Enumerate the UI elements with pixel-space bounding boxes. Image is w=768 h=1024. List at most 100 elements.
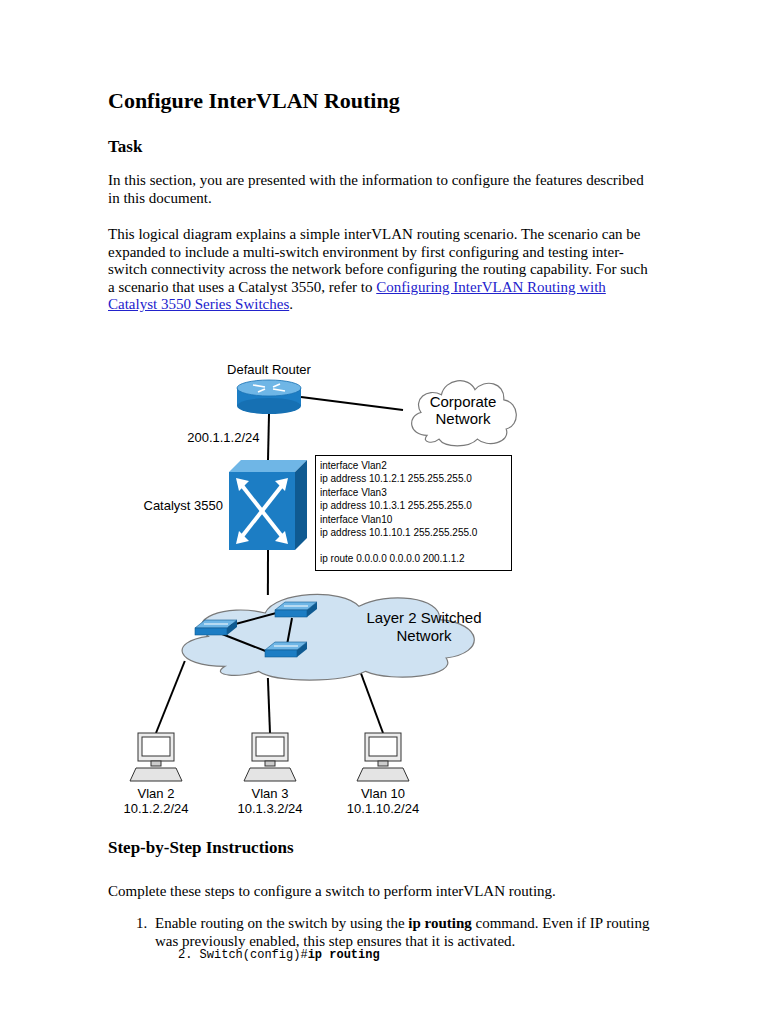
text-run: 1. [136, 915, 147, 931]
pc-icon-part [378, 761, 388, 766]
pc-icon-part [265, 761, 275, 766]
pc-icon-part [244, 768, 296, 781]
mini-switch [275, 602, 317, 617]
switch-icon-part [229, 460, 307, 472]
node-label: Vlan 2 [123, 786, 188, 801]
section-heading: Task [108, 137, 668, 157]
pc-node: Vlan 1010.1.10.2/24 [357, 733, 409, 781]
config-line: interface Vlan10 [320, 513, 506, 526]
switch-icon-part [236, 478, 288, 544]
paragraph: Complete these steps to configure a swit… [108, 883, 668, 901]
text-run: 2. Switch(config)# [178, 948, 308, 962]
network-link [301, 397, 403, 410]
pc-icon-part [151, 761, 161, 766]
router-icon-part-part [273, 384, 280, 387]
list-number: 1. [136, 915, 156, 933]
router-icon-part-part [253, 385, 265, 387]
config-line: ip address 10.1.3.1 255.255.255.0 [320, 499, 506, 512]
mini-switch-part [274, 646, 298, 647]
pc-icon-part [142, 737, 170, 756]
pc-icon-part [138, 733, 174, 761]
config-line: ip address 10.1.10.1 255.255.255.0 [320, 526, 506, 539]
router-icon-part [237, 398, 301, 414]
pc-icon [130, 733, 182, 781]
label-holder: Corporate Network [418, 393, 508, 427]
mini-switch [265, 642, 307, 657]
mini-switch-part [307, 602, 317, 617]
text-run: ip routing [408, 915, 472, 931]
switch-icon-part-part [275, 478, 288, 491]
text-run: Enable routing on the switch by using th… [155, 915, 405, 931]
mini-switch-part [275, 610, 307, 617]
pc-icon-part [365, 733, 401, 761]
router-icon-part [253, 384, 285, 392]
router-icon [237, 380, 301, 414]
text-run: Task [108, 137, 142, 156]
cloud-node: Layer 2 Switched Network [158, 583, 493, 683]
network-link [359, 668, 383, 733]
switch-icon-part-part [236, 531, 249, 544]
label-holder: Vlan 1010.1.10.2/24 [347, 786, 419, 816]
pc-icon-part [252, 733, 288, 761]
node-label: Corporate Network [418, 393, 508, 427]
label-holder: Catalyst 3550 [144, 498, 224, 513]
config-line: interface Vlan2 [320, 459, 506, 472]
pc-icon [357, 733, 409, 781]
pc-icon [244, 733, 296, 781]
pc-node: Vlan 210.1.2.2/24 [130, 733, 182, 781]
config-box: interface Vlan2ip address 10.1.2.1 255.2… [315, 455, 512, 571]
node-label: Default Router [227, 362, 311, 377]
mini-switch-part [204, 624, 228, 625]
section-heading: Step-by-Step Instructions [108, 838, 668, 858]
node-label: Vlan 10 [347, 786, 419, 801]
mini-switch-links-part [287, 618, 292, 645]
cloud-node: Corporate Network [403, 372, 523, 448]
label-holder: Vlan 310.1.3.2/24 [237, 786, 302, 816]
label-holder: Vlan 210.1.2.2/24 [123, 786, 188, 816]
mini-switch-part [195, 628, 227, 635]
network-link [268, 678, 270, 733]
switch-icon-part-part [240, 483, 284, 539]
router-icon-part-part [273, 389, 285, 391]
node-label: Vlan 3 [237, 786, 302, 801]
switch-icon [229, 460, 307, 550]
text-run: . [289, 296, 293, 312]
node-label: Catalyst 3550 [144, 498, 224, 513]
pc-icon-part [369, 737, 397, 756]
network-link [267, 550, 269, 595]
switch-icon-part-part [275, 531, 288, 544]
switch-node: Catalyst 3550 [229, 460, 307, 550]
config-line: ip route 0.0.0.0 0.0.0.0 200.1.1.2 [320, 552, 506, 565]
network-link [156, 661, 185, 733]
mini-switch [195, 620, 237, 635]
config-line: interface Vlan3 [320, 486, 506, 499]
mini-switch-part [227, 620, 237, 635]
text-run: Step-by-Step Instructions [108, 838, 294, 857]
router-icon-part [237, 380, 301, 396]
title-text: Configure InterVLAN Routing [108, 88, 400, 113]
node-label: 10.1.3.2/24 [237, 801, 302, 816]
text-run: Complete these steps to configure a swit… [108, 883, 556, 899]
switch-icon-part [295, 460, 307, 550]
config-line: ip address 10.1.2.1 255.255.255.0 [320, 472, 506, 485]
pc-icon-part [256, 737, 284, 756]
pc-node: Vlan 310.1.3.2/24 [244, 733, 296, 781]
node-label: 10.1.2.2/24 [123, 801, 188, 816]
mini-switch-links-part [222, 634, 268, 652]
link-label: 200.1.1.2/24 [185, 430, 261, 445]
switch-icon-part-part [236, 478, 249, 491]
router-icon-part-part [258, 389, 265, 392]
switch-icon-part-part [240, 483, 284, 539]
page-title: Configure InterVLAN Routing [108, 88, 668, 114]
switch-icon-part [229, 472, 295, 550]
pc-icon-part [130, 768, 182, 781]
cloud-outline [412, 381, 517, 446]
text-run: ip routing [308, 948, 380, 962]
mini-switch-part [297, 642, 307, 657]
pc-icon-part [357, 768, 409, 781]
paragraph: This logical diagram explains a simple i… [108, 226, 656, 314]
node-label: 10.1.10.2/24 [347, 801, 419, 816]
router-node: Default Router [237, 380, 301, 414]
network-link [268, 414, 269, 460]
